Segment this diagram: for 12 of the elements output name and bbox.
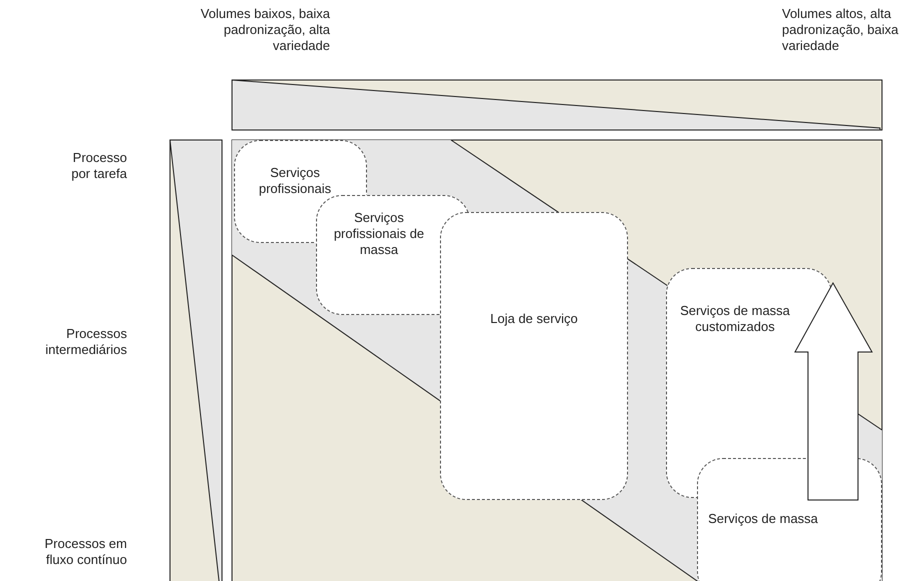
service-type-box — [440, 212, 628, 500]
box-label: Loja de serviço — [489, 311, 579, 327]
block-arrow — [794, 282, 873, 500]
axis-label: Volumes baixos, baixa padronização, alta variedade — [200, 6, 330, 54]
box-label: Serviços de massa — [708, 511, 818, 527]
axis-label: Processo por tarefa — [70, 150, 127, 182]
axis-label: Processos em fluxo contínuo — [44, 536, 127, 568]
box-label: Serviços de massa customizados — [679, 303, 791, 335]
box-label: Serviços profissionais de massa — [332, 210, 426, 258]
axis-label: Processos intermediários — [44, 326, 127, 358]
axis-label: Volumes altos, alta padronização, baixa variedade — [782, 6, 900, 54]
box-label: Serviços profissionais — [258, 165, 332, 197]
